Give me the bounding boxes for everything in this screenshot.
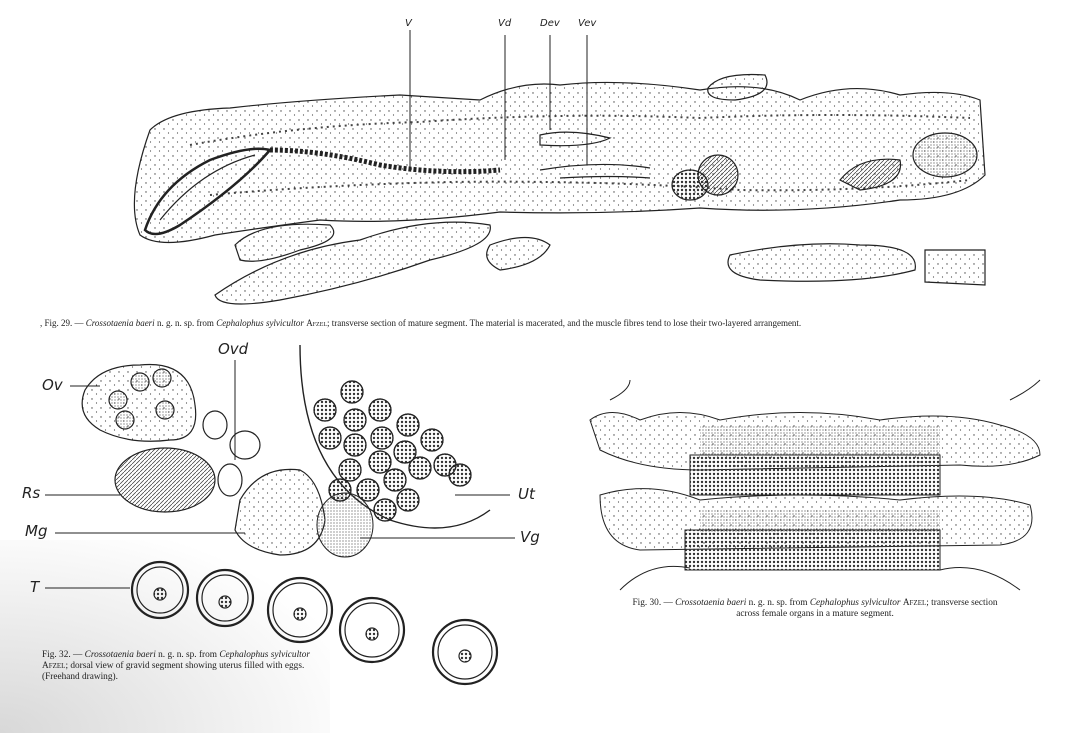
- caption-genus: Crossotaenia baeri: [84, 650, 156, 660]
- caption-mid: n. g. n. sp. from: [155, 650, 220, 660]
- caption-author: Afzel: [306, 318, 328, 328]
- caption-genus: Crossotaenia baeri: [85, 318, 155, 328]
- egg: [420, 428, 444, 452]
- caption-rest: ; transverse section of mature segment. …: [327, 318, 802, 328]
- egg: [338, 458, 362, 482]
- egg: [365, 627, 379, 641]
- label-dev: Dev: [540, 18, 560, 29]
- egg: [130, 372, 150, 392]
- egg: [152, 368, 172, 388]
- egg: [318, 426, 342, 450]
- egg: [356, 478, 380, 502]
- egg: [437, 624, 493, 680]
- fig30-caption: Fig. 30. — Crossotaenia baeri n. g. n. s…: [630, 598, 1000, 620]
- egg: [396, 488, 420, 512]
- egg: [272, 582, 328, 638]
- egg: [130, 560, 190, 620]
- fig30-drawing: [589, 379, 1041, 591]
- egg: [313, 398, 337, 422]
- egg: [266, 576, 334, 644]
- label-ovd: Ovd: [218, 340, 249, 358]
- egg: [218, 595, 232, 609]
- label-vg: Vg: [520, 528, 540, 546]
- label-vev: Vev: [578, 18, 597, 29]
- caption-author: Afzel: [42, 661, 66, 671]
- label-v: V: [405, 18, 412, 29]
- label-vd: Vd: [498, 18, 512, 29]
- caption-mid: n. g. n. sp. from: [154, 318, 217, 328]
- fig29-drawing: [133, 30, 986, 305]
- egg: [155, 400, 175, 420]
- fig32-drawing: [45, 344, 515, 686]
- scan-shading: [0, 540, 330, 733]
- label-rs: Rs: [22, 484, 41, 502]
- egg: [293, 607, 307, 621]
- caption-host: Cephalophus sylvicultor: [809, 598, 901, 608]
- caption-host: Cephalophus sylvicultor: [219, 650, 310, 660]
- caption-prefix: Fig. 30. —: [632, 598, 676, 608]
- egg: [201, 574, 249, 622]
- egg: [343, 408, 367, 432]
- egg: [338, 596, 406, 664]
- egg: [343, 433, 367, 457]
- egg: [195, 568, 255, 628]
- egg: [328, 478, 352, 502]
- caption-host: Cephalophus sylvicultor: [216, 318, 304, 328]
- caption-prefix: , Fig. 29. —: [40, 318, 86, 328]
- egg: [368, 450, 392, 474]
- egg: [393, 440, 417, 464]
- egg: [431, 618, 499, 686]
- caption-genus: Crossotaenia baeri: [675, 598, 747, 608]
- caption-author: Afzel: [902, 598, 927, 608]
- egg: [383, 468, 407, 492]
- egg: [136, 566, 184, 614]
- egg: [108, 390, 128, 410]
- fig29-caption: , Fig. 29. — Crossotaenia baeri n. g. n.…: [40, 318, 1050, 329]
- egg: [340, 380, 364, 404]
- egg: [448, 463, 472, 487]
- egg: [370, 426, 394, 450]
- caption-mid: n. g. n. sp. from: [746, 598, 810, 608]
- egg: [396, 413, 420, 437]
- egg: [368, 398, 392, 422]
- caption-rest: ; dorsal view of gravid segment showing …: [42, 661, 305, 682]
- caption-prefix: Fig. 32. —: [42, 650, 85, 660]
- fig32-caption: Fig. 32. — Crossotaenia baeri n. g. n. s…: [42, 650, 317, 683]
- egg: [115, 410, 135, 430]
- label-ut: Ut: [518, 485, 535, 503]
- caption-rest: ; transverse section across female organ…: [736, 598, 998, 619]
- label-ov: Ov: [42, 376, 63, 394]
- label-mg: Mg: [25, 522, 48, 540]
- egg: [153, 587, 167, 601]
- egg: [344, 602, 400, 658]
- egg: [373, 498, 397, 522]
- egg: [458, 649, 472, 663]
- label-t: T: [30, 578, 40, 596]
- egg: [408, 456, 432, 480]
